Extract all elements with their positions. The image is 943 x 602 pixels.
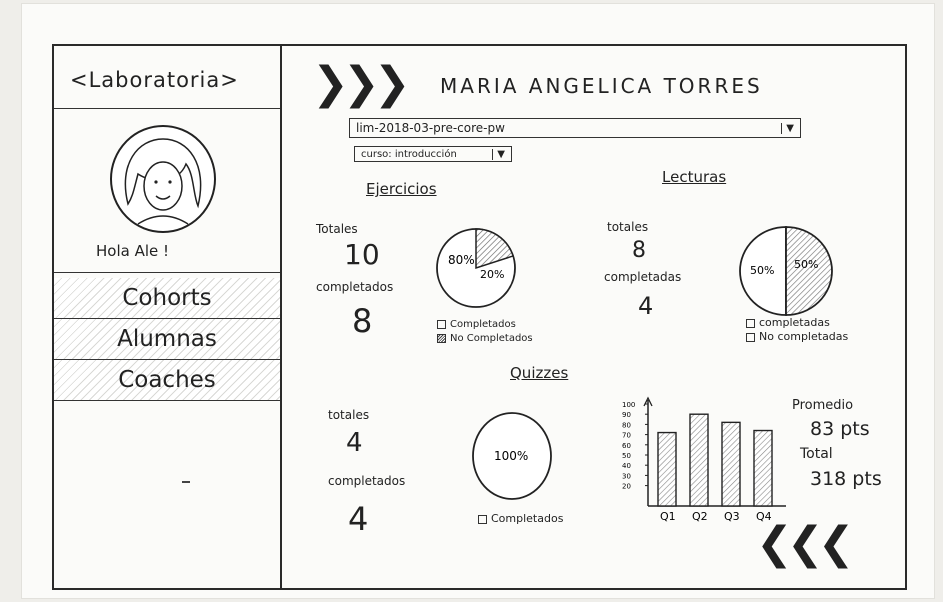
lecturas-completados-value: 4	[638, 292, 654, 320]
y-tick-label: 40	[622, 462, 631, 470]
chevron-down-icon: ▼	[492, 148, 505, 160]
lecturas-pie-slice-not-completed	[785, 226, 833, 316]
lecturas-pie-label-not-completed: 50%	[794, 258, 818, 271]
cohort-select[interactable]: lim-2018-03-pre-core-pw ▼	[349, 118, 801, 138]
y-tick-label: 70	[622, 432, 631, 440]
lecturas-legend: completadas No completadas	[746, 316, 848, 344]
sidebar-mark	[182, 481, 190, 483]
chevron-down-icon: ▼	[781, 122, 794, 134]
sidebar-item-alumnas[interactable]: Alumnas	[54, 319, 280, 360]
legend-label: No completadas	[759, 330, 849, 343]
legend-item: No Completados	[437, 332, 533, 346]
ejercicios-pie-slice-not-completed	[475, 228, 515, 270]
sidebar-item-label: Alumnas	[117, 326, 217, 352]
legend-item: Completados	[478, 512, 563, 526]
quizzes-bar-chart: 20 30 40 50 60 70 80 90 100 Q1 Q2 Q3 Q4	[622, 396, 786, 523]
total-label: Total	[800, 446, 833, 462]
quizzes-title: Quizzes	[510, 364, 569, 382]
promedio-value: 83 pts	[810, 418, 870, 440]
quizzes-legend: Completados	[478, 512, 563, 526]
quizzes-completados-value: 4	[348, 500, 369, 538]
student-name: MARIA ANGELICA TORRES	[440, 74, 763, 98]
legend-swatch-completed	[746, 318, 755, 328]
x-tick-label: Q2	[692, 510, 708, 523]
legend-label: completadas	[759, 316, 830, 329]
legend-item: No completadas	[746, 330, 848, 344]
legend-item: Completados	[437, 318, 533, 332]
sidebar-item-label: Cohorts	[122, 285, 212, 311]
legend-swatch-not-completed	[437, 333, 446, 343]
avatar	[110, 125, 216, 233]
sidebar-item-label: Coaches	[118, 367, 216, 393]
chevron-right-icon[interactable]: ❯❯❯	[312, 58, 411, 109]
legend-swatch-not-completed	[746, 332, 755, 342]
quizzes-pie-label: 100%	[494, 449, 528, 463]
x-tick-label: Q1	[660, 510, 676, 523]
sidebar-item-cohorts[interactable]: Cohorts	[54, 278, 280, 319]
ejercicios-totales-label: Totales	[316, 222, 358, 236]
lecturas-totales-label: totales	[607, 220, 649, 234]
app-window: <Laboratoria> Hola Ale ! Cohorts Alumnas…	[52, 44, 907, 590]
y-axis-arrow-icon	[643, 396, 653, 407]
course-select[interactable]: curso: introducción ▼	[354, 146, 512, 162]
total-value: 318 pts	[810, 468, 882, 490]
brand-divider	[54, 108, 280, 109]
legend-item: completadas	[746, 316, 848, 330]
quizzes-totales-label: totales	[328, 408, 370, 422]
bar-q1	[657, 431, 677, 507]
bar-q4	[753, 429, 773, 507]
lecturas-pie-chart: 50% 50%	[739, 226, 833, 316]
legend-swatch-completed	[478, 514, 487, 524]
bar-q3	[721, 421, 741, 507]
legend-label: Completados	[450, 319, 516, 330]
y-tick-label: 90	[622, 411, 631, 419]
ejercicios-completados-value: 8	[352, 302, 373, 340]
y-tick-label: 80	[622, 421, 631, 429]
main-content: ❯❯❯ MARIA ANGELICA TORRES lim-2018-03-pr…	[282, 46, 905, 588]
nav-top-divider	[54, 272, 280, 273]
legend-swatch-completed	[437, 319, 446, 329]
sidebar: <Laboratoria> Hola Ale ! Cohorts Alumnas…	[54, 46, 282, 588]
ejercicios-totales-value: 10	[344, 238, 380, 271]
x-tick-label: Q4	[756, 510, 772, 523]
lecturas-pie-slice-completed	[739, 226, 787, 316]
quizzes-pie-slice-completed	[472, 412, 552, 500]
ejercicios-pie-chart: 80% 20%	[436, 228, 516, 308]
ejercicios-completados-label: completados	[316, 280, 394, 294]
ejercicios-pie-label-not-completed: 20%	[480, 268, 504, 281]
ejercicios-pie-label-completed: 80%	[448, 253, 475, 267]
brand-logo[interactable]: <Laboratoria>	[70, 68, 239, 92]
greeting-text: Hola Ale !	[96, 242, 170, 260]
chevron-left-icon[interactable]: ❮❮❮	[756, 518, 855, 569]
lecturas-totales-value: 8	[632, 238, 646, 263]
legend-label: Completados	[491, 512, 564, 525]
y-tick-label: 50	[622, 452, 631, 460]
bar-q2	[689, 413, 709, 507]
y-tick-label: 20	[622, 483, 631, 491]
ejercicios-legend: Completados No Completados	[437, 318, 533, 346]
y-tick-label: 60	[622, 442, 631, 450]
x-tick-label: Q3	[724, 510, 740, 523]
promedio-label: Promedio	[792, 398, 854, 413]
course-select-value: curso: introducción	[361, 148, 457, 160]
quizzes-completados-label: completados	[328, 474, 406, 488]
quizzes-pie-chart: 100%	[472, 412, 552, 500]
quizzes-totales-value: 4	[346, 428, 363, 458]
lecturas-title: Lecturas	[662, 168, 727, 186]
y-tick-label: 30	[622, 472, 631, 480]
cohort-select-value: lim-2018-03-pre-core-pw	[356, 121, 505, 135]
lecturas-pie-label-completed: 50%	[750, 264, 774, 277]
sidebar-item-coaches[interactable]: Coaches	[54, 360, 280, 401]
ejercicios-title: Ejercicios	[366, 180, 437, 198]
lecturas-completados-label: completadas	[604, 270, 682, 284]
y-tick-label: 100	[622, 401, 635, 409]
legend-label: No Completados	[450, 333, 533, 344]
